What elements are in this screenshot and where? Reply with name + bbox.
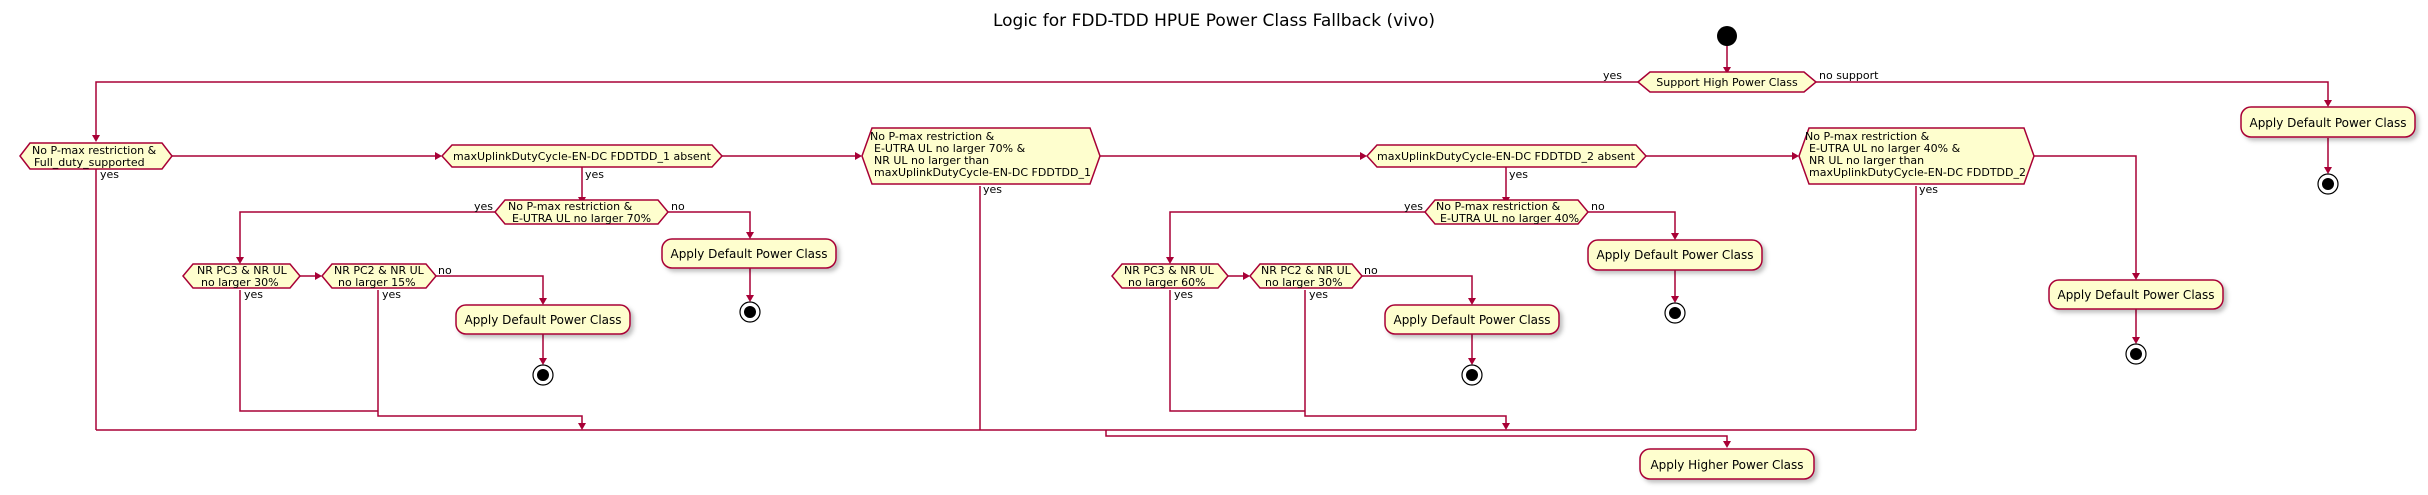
action-apply-higher-power-class: Apply Higher Power Class bbox=[1639, 448, 1815, 480]
end-node bbox=[1664, 302, 1686, 324]
svg-text:Apply Default Power Class: Apply Default Power Class bbox=[464, 313, 621, 327]
label-yes: yes bbox=[1309, 288, 1328, 301]
end-node bbox=[1461, 364, 1483, 386]
svg-text:no larger 15%: no larger 15% bbox=[338, 276, 416, 289]
action-apply-default-power-class: Apply Default Power Class bbox=[2240, 106, 2416, 138]
svg-text:E-UTRA UL no larger 70% &: E-UTRA UL no larger 70% & bbox=[874, 142, 1026, 155]
svg-text:No P-max restriction &: No P-max restriction & bbox=[1436, 200, 1561, 213]
label-yes: yes bbox=[382, 288, 401, 301]
label-yes: yes bbox=[474, 200, 493, 213]
svg-text:maxUplinkDutyCycle-EN-DC FDDTD: maxUplinkDutyCycle-EN-DC FDDTDD_1 bbox=[874, 166, 1091, 179]
svg-text:No P-max restriction &: No P-max restriction & bbox=[508, 200, 633, 213]
svg-text:Full_duty_supported: Full_duty_supported bbox=[34, 156, 145, 169]
label-no-support: no support bbox=[1819, 69, 1879, 82]
label-yes: yes bbox=[585, 168, 604, 181]
label-no: no bbox=[1364, 264, 1378, 277]
decision-nr-pc3-60: NR PC3 & NR UL no larger 60% bbox=[1111, 263, 1229, 289]
svg-text:Support High Power Class: Support High Power Class bbox=[1656, 76, 1798, 89]
svg-text:no larger 30%: no larger 30% bbox=[201, 276, 279, 289]
action-apply-default-power-class: Apply Default Power Class bbox=[661, 238, 837, 269]
action-apply-default-power-class: Apply Default Power Class bbox=[1587, 239, 1763, 271]
svg-text:No P-max restriction &: No P-max restriction & bbox=[870, 130, 995, 143]
svg-text:NR PC3 & NR UL: NR PC3 & NR UL bbox=[197, 264, 288, 277]
svg-text:Apply Default Power Class: Apply Default Power Class bbox=[1393, 313, 1550, 327]
decision-maxuplinkdutycycle-fddtdd1-absent: maxUplinkDutyCycle-EN-DC FDDTDD_1 absent bbox=[440, 144, 724, 168]
diagram-title: Logic for FDD-TDD HPUE Power Class Fallb… bbox=[993, 11, 1435, 31]
svg-text:maxUplinkDutyCycle-EN-DC FDDTD: maxUplinkDutyCycle-EN-DC FDDTDD_2 absent bbox=[1377, 150, 1636, 163]
end-node bbox=[2125, 343, 2147, 365]
label-yes: yes bbox=[983, 183, 1002, 196]
action-apply-default-power-class: Apply Default Power Class bbox=[1384, 304, 1560, 335]
label-no: no bbox=[671, 200, 685, 213]
svg-text:Apply Default Power Class: Apply Default Power Class bbox=[2249, 116, 2406, 130]
decision-no-pmax-full-duty: No P-max restriction & Full_duty_support… bbox=[19, 142, 173, 170]
decision-combo-fddtdd2: No P-max restriction & E-UTRA UL no larg… bbox=[1798, 127, 2035, 185]
action-apply-default-power-class: Apply Default Power Class bbox=[2048, 279, 2224, 310]
svg-text:E-UTRA UL no larger 40% &: E-UTRA UL no larger 40% & bbox=[1809, 142, 1961, 155]
svg-text:Apply Default Power Class: Apply Default Power Class bbox=[1596, 248, 1753, 262]
end-node bbox=[532, 364, 554, 386]
decision-combo-fddtdd1: No P-max restriction & E-UTRA UL no larg… bbox=[861, 127, 1101, 185]
end-node bbox=[2317, 173, 2339, 195]
svg-text:maxUplinkDutyCycle-EN-DC FDDTD: maxUplinkDutyCycle-EN-DC FDDTDD_2 bbox=[1809, 166, 2026, 179]
svg-text:NR PC2 & NR UL: NR PC2 & NR UL bbox=[334, 264, 425, 277]
svg-text:E-UTRA UL no larger 70%: E-UTRA UL no larger 70% bbox=[512, 212, 651, 225]
action-apply-default-power-class: Apply Default Power Class bbox=[455, 304, 631, 335]
svg-text:Apply Higher Power Class: Apply Higher Power Class bbox=[1650, 458, 1803, 472]
svg-text:NR PC2 & NR UL: NR PC2 & NR UL bbox=[1261, 264, 1352, 277]
svg-text:No P-max restriction &: No P-max restriction & bbox=[1805, 130, 1930, 143]
decision-support-high-power-class: Support High Power Class bbox=[1636, 71, 1818, 93]
label-no: no bbox=[1591, 200, 1605, 213]
decision-nr-pc2-15: NR PC2 & NR UL no larger 15% bbox=[321, 263, 437, 289]
label-yes: yes bbox=[1404, 200, 1423, 213]
label-yes: yes bbox=[1509, 168, 1528, 181]
svg-text:Apply Default Power Class: Apply Default Power Class bbox=[2057, 288, 2214, 302]
decision-nr-pc2-30: NR PC2 & NR UL no larger 30% bbox=[1249, 263, 1363, 289]
svg-text:no larger 60%: no larger 60% bbox=[1128, 276, 1206, 289]
label-yes: yes bbox=[1174, 288, 1193, 301]
decision-maxuplinkdutycycle-fddtdd2-absent: maxUplinkDutyCycle-EN-DC FDDTDD_2 absent bbox=[1365, 144, 1648, 168]
decision-pmax-eutra-70: No P-max restriction & E-UTRA UL no larg… bbox=[494, 199, 669, 225]
svg-text:maxUplinkDutyCycle-EN-DC FDDTD: maxUplinkDutyCycle-EN-DC FDDTDD_1 absent bbox=[453, 150, 712, 163]
start-node bbox=[1717, 26, 1737, 46]
label-no: no bbox=[438, 264, 452, 277]
end-node bbox=[739, 301, 761, 323]
svg-text:no larger 30%: no larger 30% bbox=[1265, 276, 1343, 289]
svg-text:E-UTRA UL no larger 40%: E-UTRA UL no larger 40% bbox=[1440, 212, 1579, 225]
label-yes: yes bbox=[1919, 183, 1938, 196]
decision-nr-pc3-30: NR PC3 & NR UL no larger 30% bbox=[182, 263, 301, 289]
svg-text:NR UL no larger than: NR UL no larger than bbox=[874, 154, 989, 167]
svg-text:No P-max restriction &: No P-max restriction & bbox=[32, 144, 157, 157]
label-yes: yes bbox=[244, 288, 263, 301]
edges bbox=[92, 40, 2332, 448]
svg-text:NR UL no larger than: NR UL no larger than bbox=[1809, 154, 1924, 167]
decision-pmax-eutra-40: No P-max restriction & E-UTRA UL no larg… bbox=[1424, 199, 1589, 225]
label-yes: yes bbox=[100, 168, 119, 181]
svg-text:NR PC3 & NR UL: NR PC3 & NR UL bbox=[1124, 264, 1215, 277]
svg-text:Apply Default Power Class: Apply Default Power Class bbox=[670, 247, 827, 261]
label-yes: yes bbox=[1603, 69, 1622, 82]
